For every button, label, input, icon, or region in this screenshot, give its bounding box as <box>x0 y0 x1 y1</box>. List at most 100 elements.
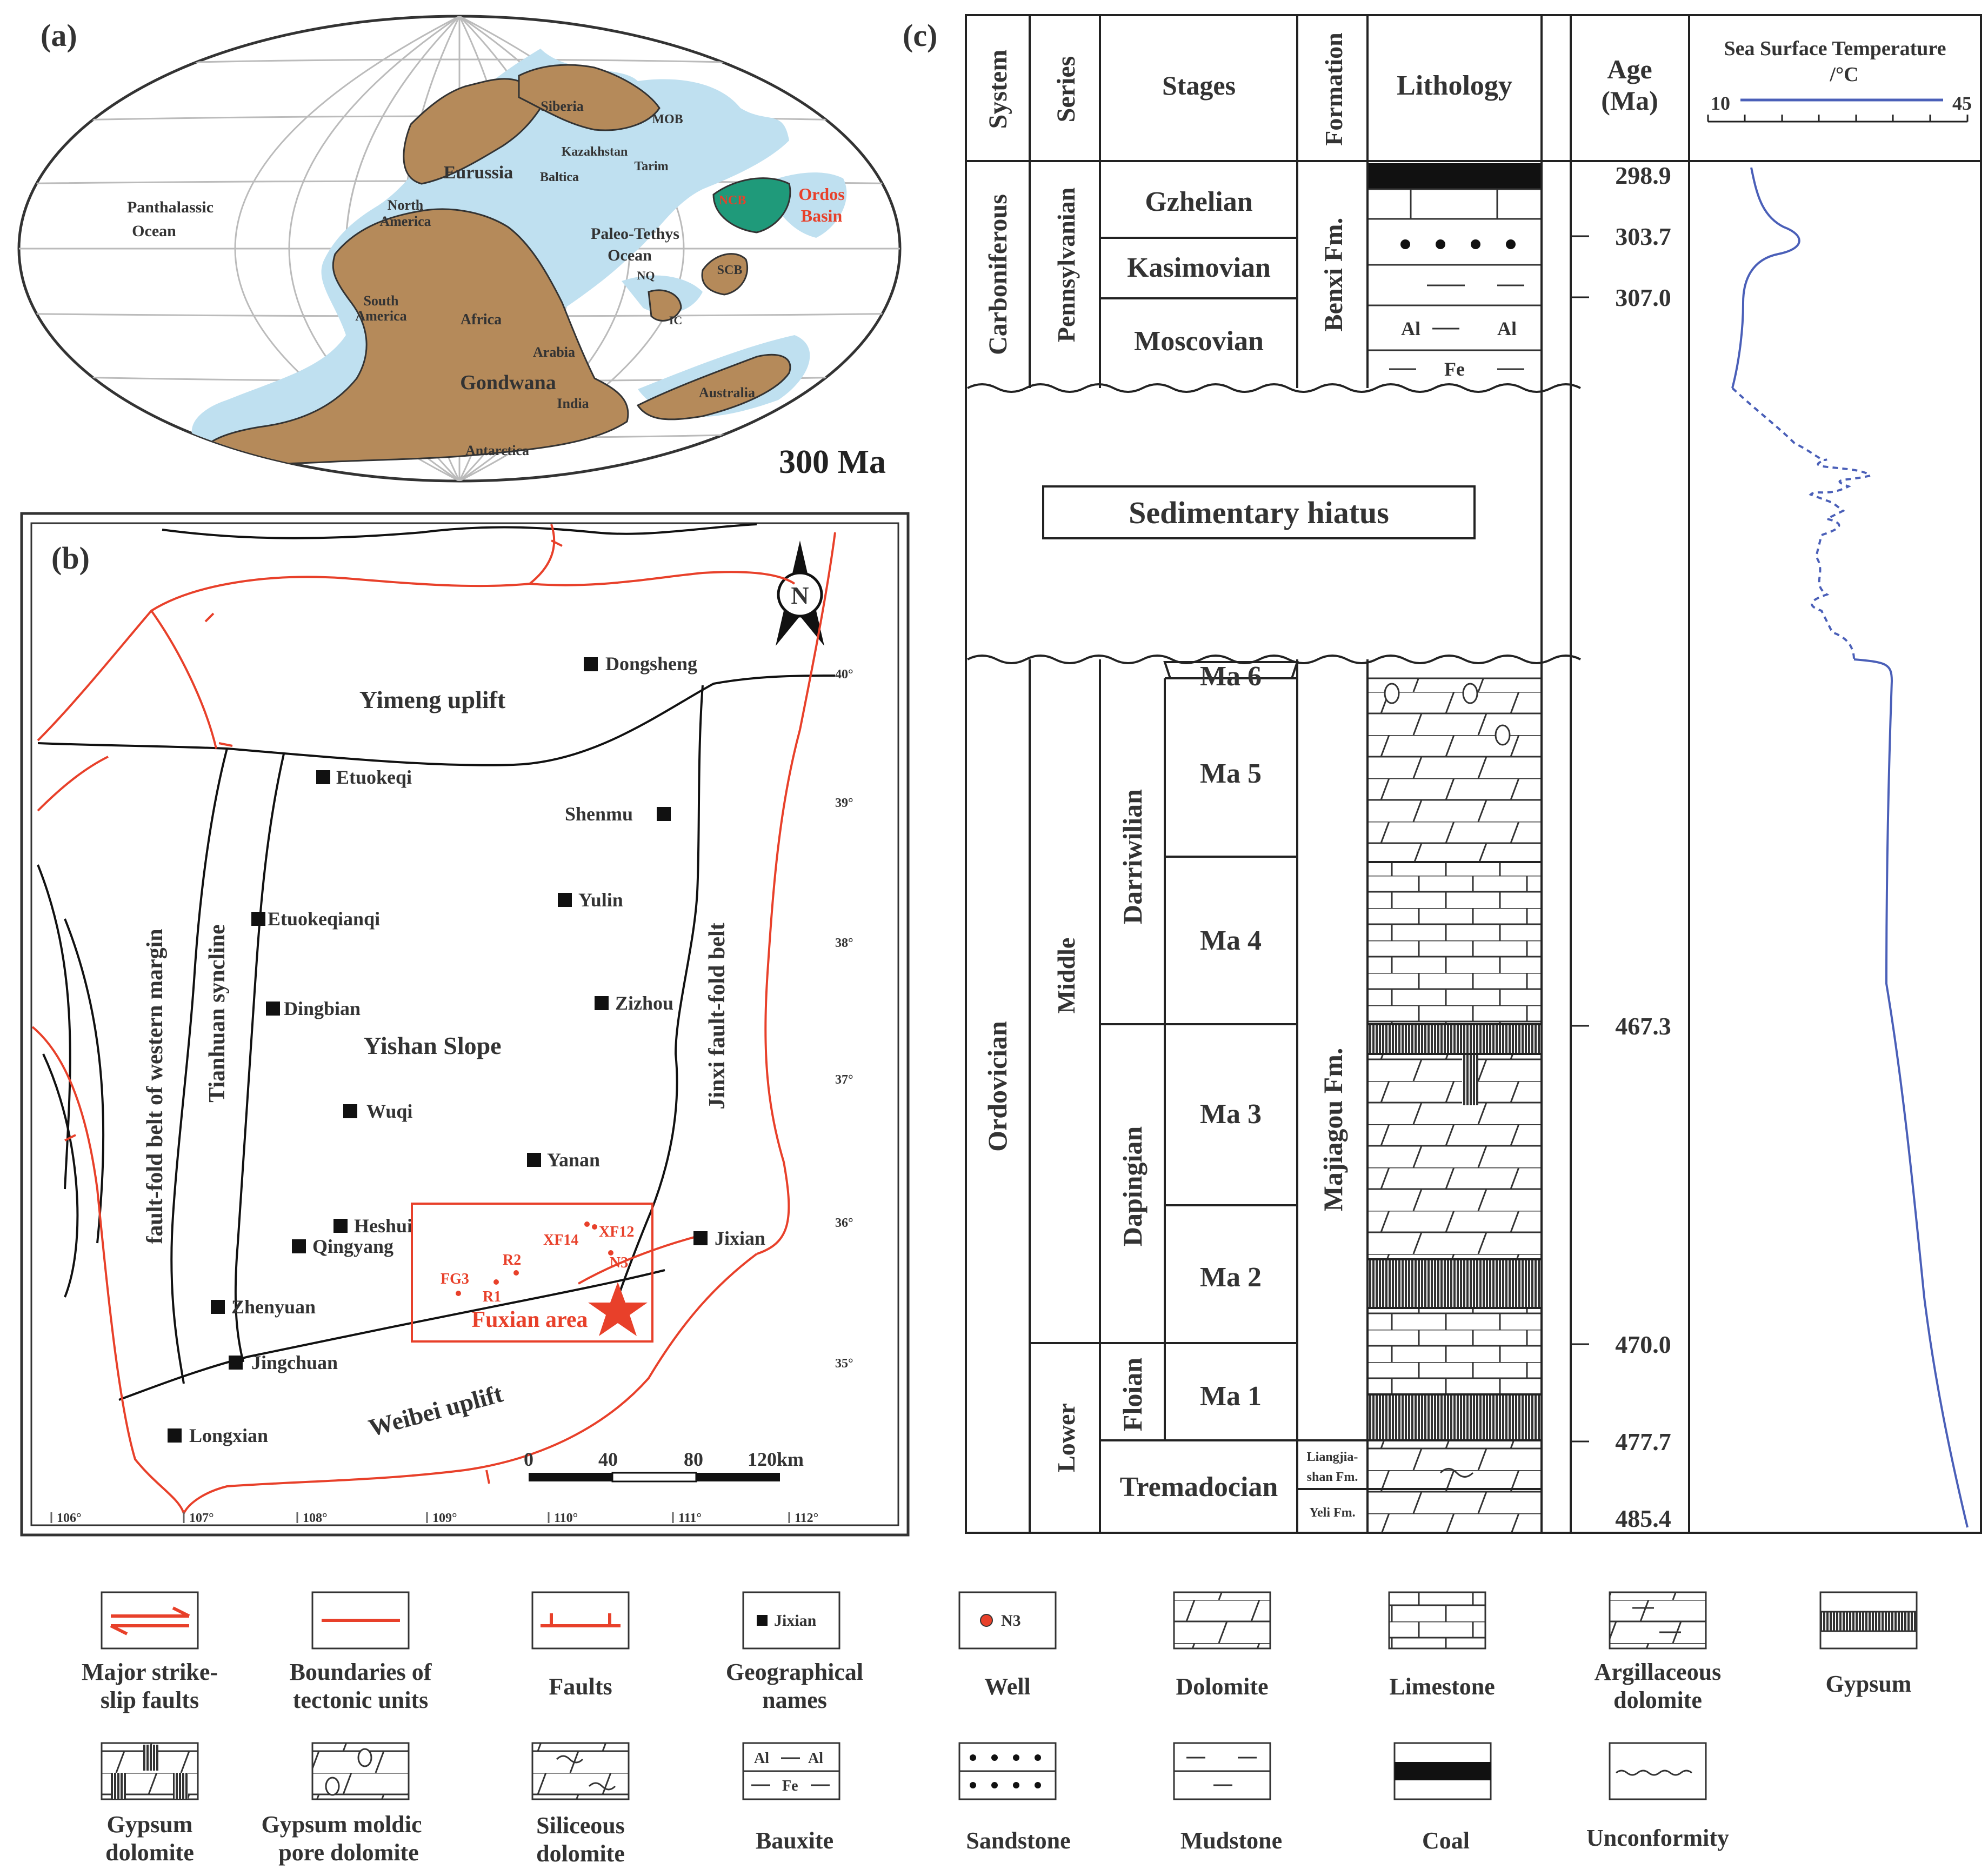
label-jinxi: Jinxi fault-fold belt <box>705 923 730 1109</box>
panel-a: (a) <box>17 15 902 483</box>
member-ma4: Ma 4 <box>1200 925 1262 956</box>
litho-gypsum-2 <box>1367 1259 1542 1308</box>
member-ma6: Ma 6 <box>1200 661 1262 692</box>
sst-curve-dashed <box>1731 387 1872 660</box>
svg-text:names: names <box>762 1687 827 1713</box>
svg-text:Geographical: Geographical <box>726 1659 863 1685</box>
members: Ma 6 Ma 5 Ma 4 Ma 3 Ma 2 Ma 1 <box>1200 661 1262 1412</box>
legend-dolomite: Dolomite <box>1173 1591 1271 1700</box>
label-ic: IC <box>669 313 682 327</box>
fault-ticks <box>64 539 563 1484</box>
svg-text:36°: 36° <box>835 1216 853 1230</box>
svg-text:39°: 39° <box>835 796 853 810</box>
series-pennsylvanian: Pennsylvanian <box>1052 188 1080 342</box>
svg-text:Mudstone: Mudstone <box>1180 1827 1282 1854</box>
age-485-4: 485.4 <box>1615 1505 1671 1532</box>
town-jixian: Jixian <box>693 1227 765 1249</box>
header-sst-2: /°C <box>1829 63 1858 86</box>
member-ma5: Ma 5 <box>1200 758 1262 789</box>
stage-tremadocian: Tremadocian <box>1120 1472 1278 1503</box>
map-b-inner-frame <box>30 522 899 1526</box>
svg-text:Wuqi: Wuqi <box>366 1100 412 1122</box>
svg-text:110°: 110° <box>554 1511 578 1525</box>
strike-slip-faults <box>31 524 836 1514</box>
litho-gypsum-3 <box>1367 1394 1542 1440</box>
svg-text:Gypsum: Gypsum <box>1826 1671 1912 1697</box>
label-baltica: Baltica <box>540 170 579 184</box>
system-ordovician: Ordovician <box>982 1021 1012 1152</box>
formation-majiagou: Majiagou Fm. <box>1318 1048 1348 1212</box>
fuxian-star-icon <box>588 1282 648 1336</box>
label-australia: Australia <box>699 385 755 400</box>
label-ordos-1: Ordos <box>798 184 844 204</box>
litho-gypsum-lens <box>1462 1054 1478 1105</box>
land-gondwana <box>202 208 629 465</box>
header-system: System <box>984 50 1012 129</box>
hiatus-label: Sedimentary hiatus <box>1129 495 1389 530</box>
age-303-7: 303.7 <box>1615 223 1671 250</box>
bauxite-al-1: Al <box>1401 318 1420 339</box>
legend-bauxite: Al Al Fe Bauxite <box>742 1742 840 1854</box>
header-age-1: Age <box>1607 54 1652 84</box>
legend-strike-slip: Major strike- slip faults <box>82 1591 218 1713</box>
town-heshui: Heshui <box>333 1215 412 1237</box>
svg-text:120km: 120km <box>748 1448 804 1470</box>
svg-text:Yulin: Yulin <box>578 889 623 911</box>
label-nq: NQ <box>637 269 655 282</box>
litho-sandstone-dots <box>1400 239 1516 249</box>
age-470-0: 470.0 <box>1615 1331 1671 1358</box>
label-yimeng: Yimeng uplift <box>359 686 506 713</box>
age-477-7: 477.7 <box>1615 1428 1671 1456</box>
svg-text:40°: 40° <box>835 667 853 682</box>
svg-text:112°: 112° <box>795 1511 818 1525</box>
svg-text:106°: 106° <box>57 1511 82 1525</box>
header-age-2: (Ma) <box>1601 85 1658 116</box>
stage-gzhelian: Gzhelian <box>1145 186 1252 217</box>
svg-text:109°: 109° <box>432 1511 457 1525</box>
svg-text:Faults: Faults <box>549 1673 612 1700</box>
svg-text:Major strike-: Major strike- <box>82 1659 218 1685</box>
label-yishan: Yishan Slope <box>363 1032 501 1059</box>
svg-text:Longxian: Longxian <box>189 1425 268 1446</box>
land-australia <box>636 353 791 420</box>
svg-text:Siliceous: Siliceous <box>536 1812 625 1839</box>
unit-boundaries <box>37 523 836 1401</box>
svg-text:pore dolomite: pore dolomite <box>278 1839 419 1866</box>
svg-text:Limestone: Limestone <box>1389 1673 1495 1700</box>
panel-b-label: (b) <box>51 540 90 576</box>
header-series: Series <box>1052 56 1080 123</box>
well-xf12: XF12 <box>599 1224 634 1240</box>
land-ncb-ordos <box>712 177 791 233</box>
legend-limestone: Limestone <box>1388 1591 1495 1700</box>
bauxite-al-2: Al <box>1497 318 1517 339</box>
town-jingchuan: Jingchuan <box>229 1352 338 1373</box>
town-shenmu: Shenmu <box>565 803 671 825</box>
panel-c-label: (c) <box>903 18 937 53</box>
system-carboniferous: Carboniferous <box>984 194 1012 355</box>
legend-unconformity: Unconformity <box>1586 1742 1729 1851</box>
svg-text:Unconformity: Unconformity <box>1586 1825 1729 1851</box>
town-dongsheng: Dongsheng <box>584 653 697 675</box>
lat-ticks: 40° 39° 38° 37° 36° 35° <box>835 667 853 1371</box>
label-scb: SCB <box>717 263 743 277</box>
well-r1: R1 <box>483 1289 501 1305</box>
label-mob: MOB <box>652 112 683 126</box>
member-ma2: Ma 2 <box>1200 1262 1262 1293</box>
svg-text:Boundaries of: Boundaries of <box>290 1659 432 1685</box>
member-ma1: Ma 1 <box>1200 1381 1262 1412</box>
sst-curve-upper <box>1731 167 1800 389</box>
legend-gyp-dolomite: Gypsum dolomite <box>101 1742 199 1866</box>
svg-text:Gypsum moldic: Gypsum moldic <box>261 1811 422 1838</box>
litho-coal <box>1367 163 1542 189</box>
svg-text:Argillaceous: Argillaceous <box>1595 1659 1722 1685</box>
svg-text:Bauxite: Bauxite <box>756 1827 833 1854</box>
siliceous-mark <box>1439 1468 1474 1478</box>
label-antarctica: Antarctica <box>465 443 529 458</box>
svg-text:Dongsheng: Dongsheng <box>605 653 697 675</box>
svg-text:Well: Well <box>984 1673 1031 1700</box>
legend-well: N3 Well <box>958 1591 1057 1700</box>
town-etuokeqi: Etuokeqi <box>316 766 412 788</box>
svg-text:slip faults: slip faults <box>101 1687 199 1713</box>
panel-a-label: (a) <box>41 18 77 53</box>
svg-text:111°: 111° <box>678 1511 702 1525</box>
